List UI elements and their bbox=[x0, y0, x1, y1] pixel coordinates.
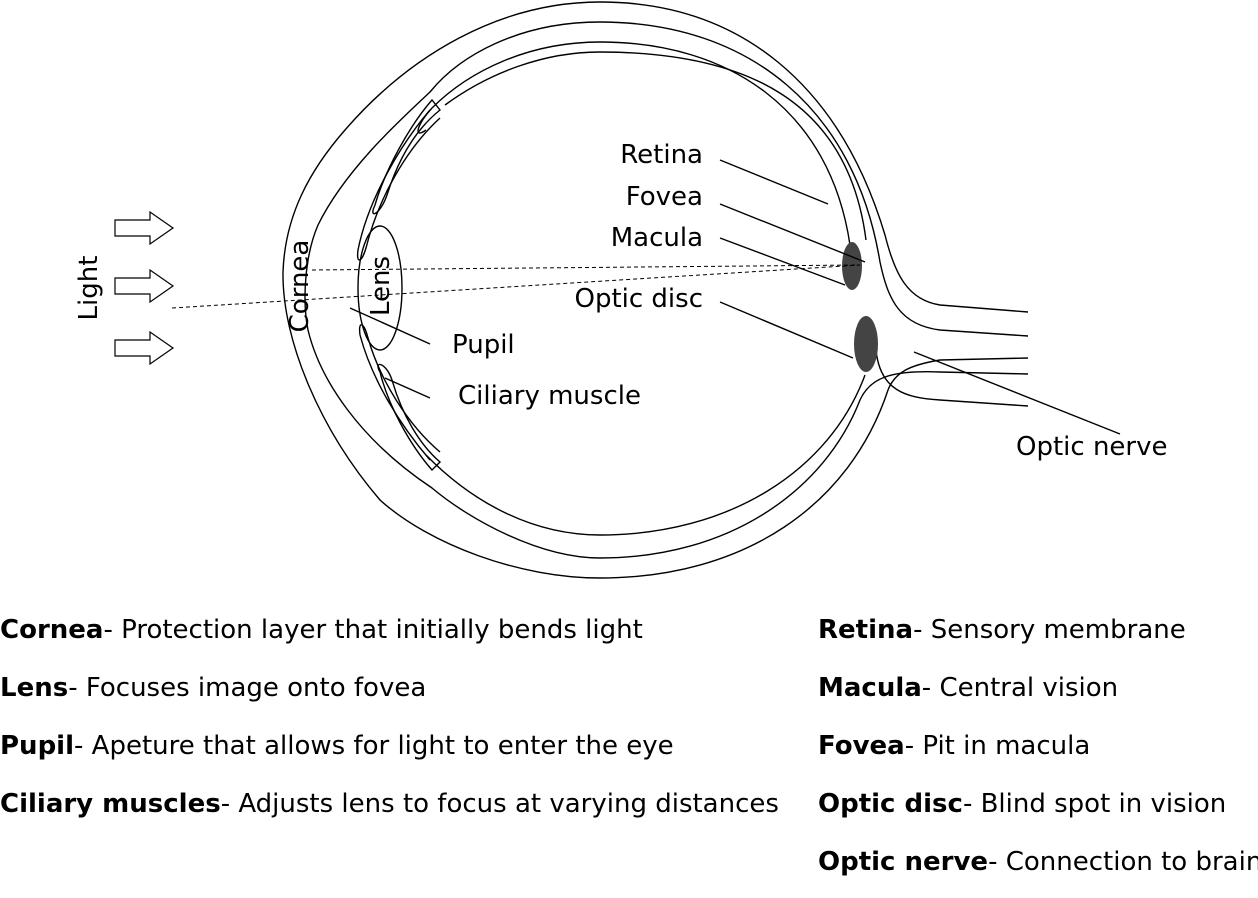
macula-label: Macula bbox=[611, 223, 703, 253]
legend-term: Lens bbox=[0, 673, 69, 703]
optic-nerve-label: Optic nerve bbox=[1016, 432, 1168, 462]
sclera-outer bbox=[282, 1, 1029, 579]
lens bbox=[357, 225, 403, 351]
legend-item: Macula- Central vision bbox=[818, 666, 1258, 724]
legend-right: Retina- Sensory membrane Macula- Central… bbox=[818, 608, 1258, 898]
sclera-middle bbox=[304, 21, 1029, 559]
light-ray bbox=[171, 264, 861, 309]
legend-term: Pupil bbox=[0, 731, 75, 761]
legend-desc: - Focuses image onto fovea bbox=[68, 673, 427, 703]
cornea-label: Cornea bbox=[285, 240, 315, 333]
legend-term: Fovea bbox=[818, 731, 905, 761]
legend-term: Optic nerve bbox=[818, 847, 989, 877]
legend-item: Optic disc- Blind spot in vision bbox=[818, 782, 1258, 840]
legend-item: Lens- Focuses image onto fovea bbox=[0, 666, 779, 724]
legend-left: Cornea- Protection layer that initially … bbox=[0, 608, 779, 840]
optic-disc-leader bbox=[719, 301, 854, 359]
choroid-line bbox=[444, 51, 1029, 407]
legend-term: Cornea bbox=[0, 615, 104, 645]
arrow-icon bbox=[114, 268, 175, 304]
fovea-leader bbox=[719, 203, 866, 263]
retina-label: Retina bbox=[620, 140, 703, 170]
iris-lower bbox=[358, 324, 441, 461]
legend-item: Retina- Sensory membrane bbox=[818, 608, 1258, 666]
optic-nerve-leader bbox=[913, 351, 1121, 435]
legend-desc: - Adjusts lens to focus at varying dista… bbox=[220, 789, 779, 819]
fovea-label: Fovea bbox=[626, 182, 703, 212]
legend-item: Pupil- Apeture that allows for light to … bbox=[0, 724, 779, 782]
ciliary-body-lower bbox=[377, 363, 442, 472]
legend-item: Cornea- Protection layer that initially … bbox=[0, 608, 779, 666]
legend-desc: - Sensory membrane bbox=[913, 615, 1186, 645]
iris-upper bbox=[356, 109, 441, 261]
legend-term: Ciliary muscles bbox=[0, 789, 221, 819]
legend-item: Fovea- Pit in macula bbox=[818, 724, 1258, 782]
pupil-label: Pupil bbox=[452, 330, 515, 360]
legend-term: Optic disc bbox=[818, 789, 963, 819]
optic-disc-spot bbox=[854, 316, 878, 372]
lens-label: Lens bbox=[366, 256, 396, 316]
legend-desc: - Pit in macula bbox=[904, 731, 1091, 761]
legend-item: Ciliary muscles- Adjusts lens to focus a… bbox=[0, 782, 779, 840]
legend-desc: - Central vision bbox=[921, 673, 1119, 703]
macula-leader bbox=[719, 237, 846, 286]
legend-desc: - Protection layer that initially bends … bbox=[103, 615, 643, 645]
ciliary-muscle-label: Ciliary muscle bbox=[458, 381, 641, 411]
ciliary-leader bbox=[384, 377, 431, 399]
legend-desc: - Blind spot in vision bbox=[962, 789, 1227, 819]
legend-desc: - Connection to brain bbox=[988, 847, 1258, 877]
legend-term: Macula bbox=[818, 673, 922, 703]
light-ray bbox=[311, 264, 861, 271]
pupil-leader bbox=[349, 307, 431, 345]
light-label: Light bbox=[74, 256, 104, 321]
retina-leader bbox=[719, 159, 829, 205]
ciliary-body-upper bbox=[372, 98, 441, 215]
legend-item: Optic nerve- Connection to brain bbox=[818, 840, 1258, 898]
arrow-icon bbox=[114, 330, 175, 366]
optic-disc-label: Optic disc bbox=[574, 284, 703, 314]
eye-diagram: Light Cornea Lens Retina Fovea Macula Op… bbox=[74, 1, 1168, 579]
arrow-icon bbox=[114, 210, 175, 246]
legend-desc: - Apeture that allows for light to enter… bbox=[74, 731, 674, 761]
legend-term: Retina bbox=[818, 615, 914, 645]
